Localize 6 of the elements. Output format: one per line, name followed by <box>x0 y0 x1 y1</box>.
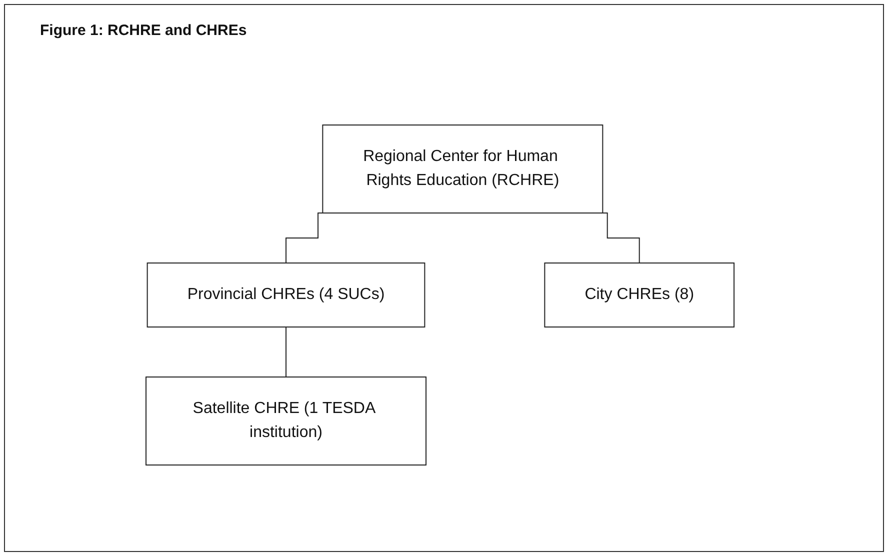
node-box: Regional Center for Human Rights Education (RCHRE) <box>322 124 604 214</box>
figure-title: Figure 1: RCHRE and CHREs <box>40 22 247 39</box>
node-box: Satellite CHRE (1 TESDA institution) <box>145 376 426 466</box>
node-box: Provincial CHREs (4 SUCs) <box>146 262 426 328</box>
connector <box>285 326 286 378</box>
node-box: City CHREs (8) <box>544 262 735 328</box>
